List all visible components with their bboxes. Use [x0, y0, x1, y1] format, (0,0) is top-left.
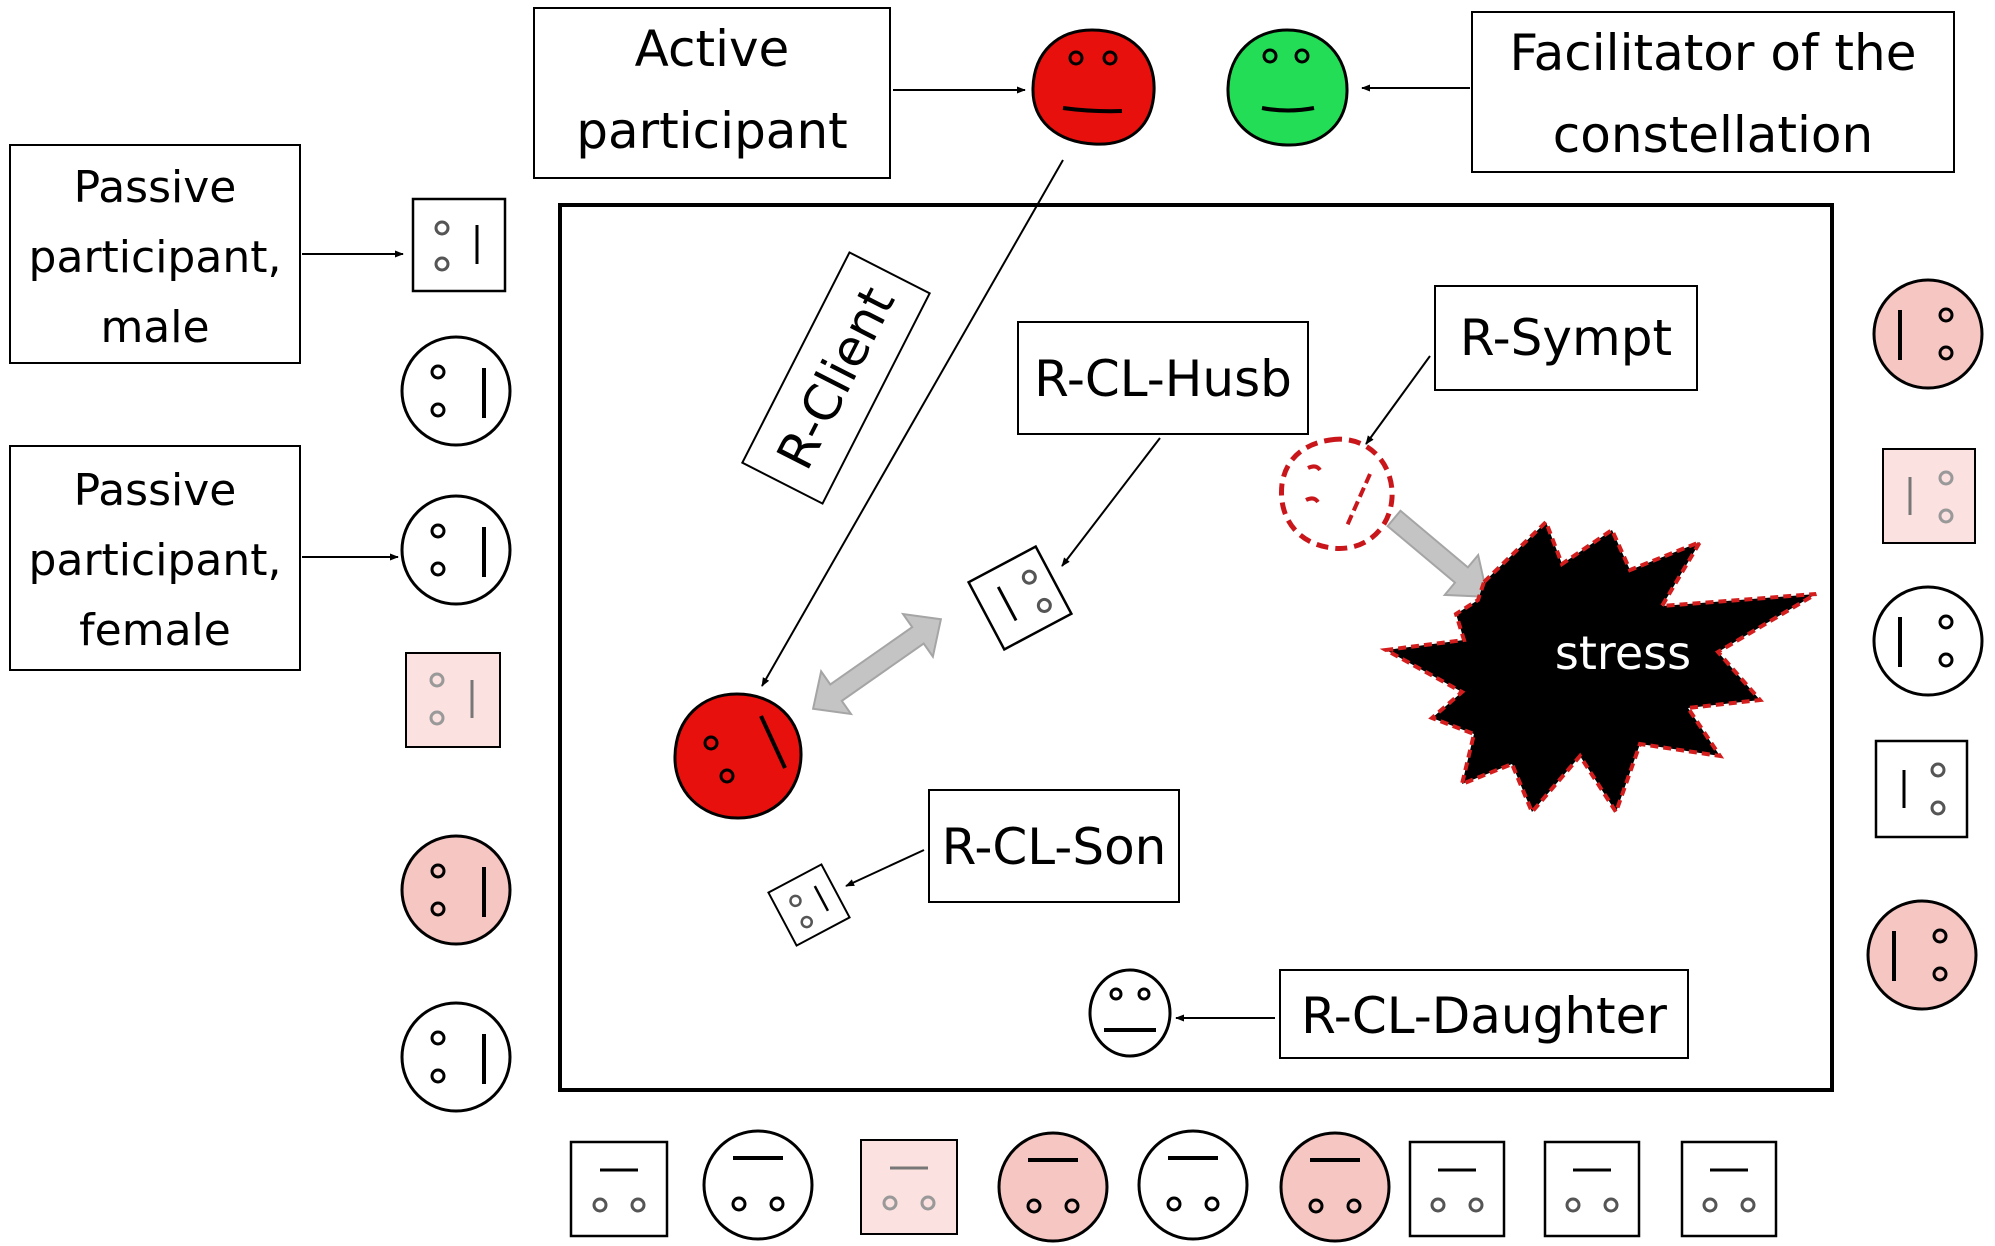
- stress-text: stress: [1555, 626, 1691, 680]
- facilitator-figure: [1226, 28, 1349, 147]
- relation-double-arrow-shape: [811, 612, 943, 716]
- passive-male-figure-left-1: [411, 197, 507, 293]
- active-participant-figure: [1031, 28, 1156, 146]
- r-client-arrow: [761, 159, 1064, 687]
- passive-female-line2: participant,: [29, 535, 282, 586]
- passive-male-figure-bottom-4: [1543, 1140, 1641, 1238]
- husband-representative-figure: [966, 544, 1074, 652]
- passive-male-line2: participant,: [29, 232, 282, 283]
- passive-male-figure-bottom-5: [1680, 1140, 1778, 1238]
- facilitator-label-line2: constellation: [1553, 106, 1873, 164]
- r-cl-daughter-text: R-CL-Daughter: [1301, 987, 1667, 1045]
- passive-female-figure-left-2: [400, 494, 512, 606]
- active-participant-label: Active participant: [533, 7, 891, 179]
- r-cl-son-text: R-CL-Son: [942, 818, 1167, 876]
- facilitator-label-line1: Facilitator of the: [1509, 24, 1916, 82]
- passive-female-figure-bottom-3: [1137, 1129, 1249, 1241]
- passive-female-line3: female: [79, 605, 231, 656]
- passive-male-line1: Passive: [74, 162, 237, 213]
- representative-client-figure: [673, 692, 803, 820]
- son-representative-figure: [767, 863, 851, 947]
- r-sympt-text: R-Sympt: [1460, 309, 1672, 367]
- passive-female-label: Passive participant, female: [9, 445, 301, 671]
- passive-female-line1: Passive: [74, 465, 237, 516]
- passive-female-figure-right-3: [1866, 899, 1978, 1011]
- r-sympt-arrow: [1365, 355, 1431, 445]
- r-cl-son-arrow: [845, 849, 925, 887]
- passive-female-figure-left-3: [400, 834, 512, 946]
- passive-male-figure-bottom-2: [860, 1139, 958, 1235]
- passive-male-figure-right-1: [1882, 448, 1976, 544]
- constellation-field: [558, 203, 1834, 1092]
- symptom-representative-figure: [1279, 436, 1395, 551]
- facilitator-label: Facilitator of the constellation: [1471, 11, 1955, 173]
- r-cl-husb-arrow: [1061, 437, 1161, 567]
- passive-female-figure-right-1: [1872, 278, 1984, 390]
- passive-female-figure-bottom-4: [1279, 1131, 1391, 1243]
- passive-male-label: Passive participant, male: [9, 144, 301, 364]
- active-label-line1: Active: [635, 20, 790, 78]
- passive-female-figure-bottom-2: [997, 1131, 1109, 1243]
- passive-female-figure-bottom-1: [702, 1129, 814, 1241]
- r-cl-son-label: R-CL-Son: [928, 789, 1180, 903]
- passive-male-figure-bottom-3: [1408, 1140, 1506, 1238]
- r-sympt-label: R-Sympt: [1434, 285, 1698, 391]
- r-cl-husb-text: R-CL-Husb: [1034, 350, 1292, 408]
- active-label-line2: participant: [576, 102, 847, 160]
- stress-burst: stress: [1379, 518, 1818, 817]
- passive-female-figure-left-4: [400, 1001, 512, 1113]
- passive-male-line3: male: [100, 302, 209, 353]
- passive-male-figure-right-2: [1874, 739, 1969, 839]
- symptom-to-stress-arrow: [1386, 509, 1489, 598]
- passive-female-figure-right-2: [1872, 585, 1984, 697]
- passive-male-figure-bottom-1: [569, 1140, 669, 1238]
- r-client-label: R-Client: [740, 251, 932, 505]
- daughter-representative-figure: [1088, 968, 1172, 1058]
- r-cl-daughter-label: R-CL-Daughter: [1279, 969, 1689, 1059]
- r-cl-husb-label: R-CL-Husb: [1017, 321, 1309, 435]
- passive-male-figure-left-2: [405, 652, 501, 748]
- passive-female-figure-left-1: [400, 335, 512, 447]
